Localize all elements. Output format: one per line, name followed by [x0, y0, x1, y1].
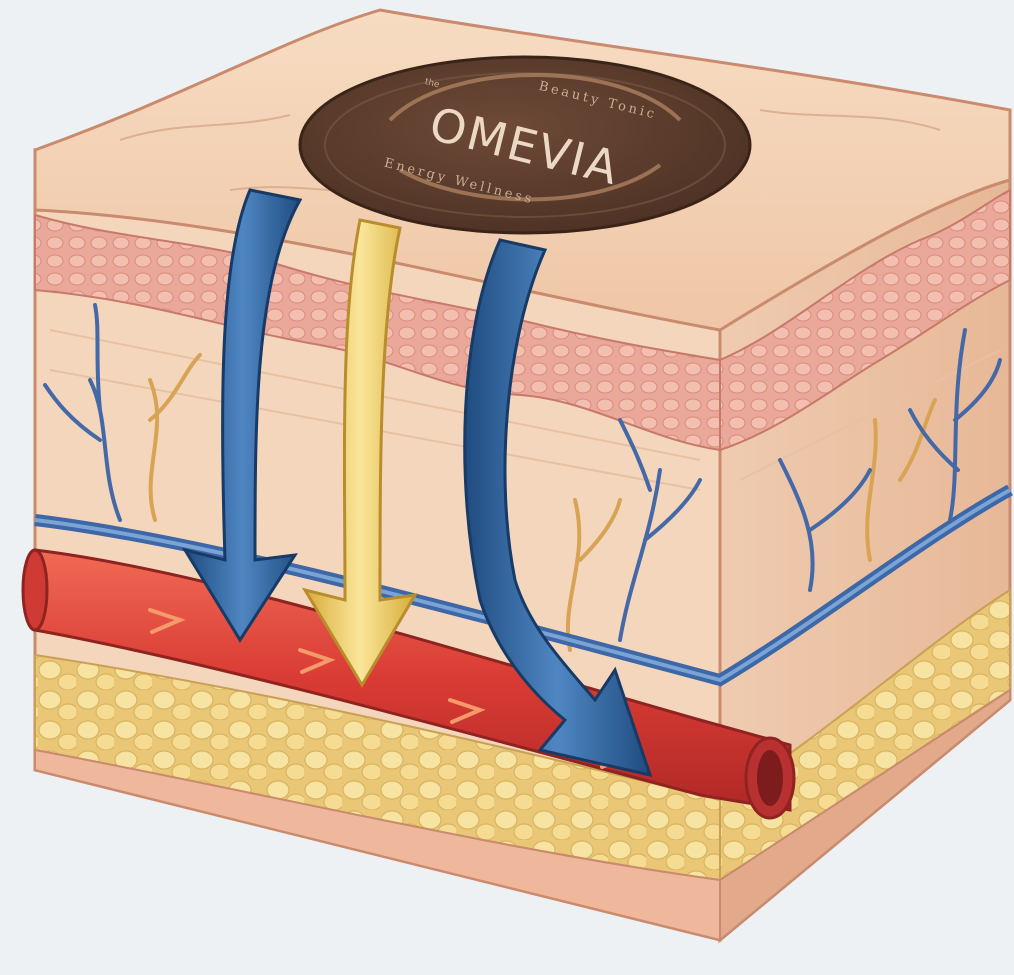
skin-diagram: OMEVIA the Beauty Tonic Energy Wellness	[0, 0, 1014, 975]
skin-cross-section: OMEVIA the Beauty Tonic Energy Wellness	[0, 0, 1014, 975]
